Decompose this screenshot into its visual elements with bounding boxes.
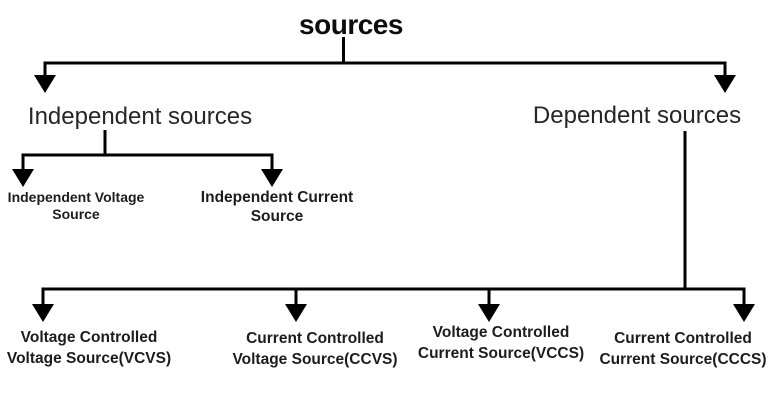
node-label-line2: Source	[250, 208, 304, 225]
arrow-down-icon	[34, 75, 56, 93]
node-vcvs: Voltage Controlled Voltage Source(VCVS)	[7, 327, 171, 369]
node-label-line1: Voltage Controlled	[432, 324, 570, 341]
arrow-down-icon	[32, 304, 54, 322]
node-label-line1: Independent Current	[200, 189, 354, 206]
node-label-line1: Current Controlled	[246, 330, 384, 347]
arrow-down-icon	[733, 304, 755, 322]
node-label-line2: Current Source(VCCS)	[417, 345, 585, 362]
node-label-line1: Current Controlled	[614, 330, 752, 347]
node-label-line2: Source	[52, 206, 100, 222]
node-independent-sources: Independent sources	[27, 103, 253, 130]
node-label-line2: Current Source(CCCS)	[599, 351, 767, 368]
arrow-down-icon	[285, 304, 307, 322]
node-cccs: Current Controlled Current Source(CCCS)	[599, 328, 766, 370]
arrow-down-icon	[714, 75, 736, 93]
node-label-line2: Voltage Source(CCVS)	[232, 351, 398, 368]
arrow-down-icon	[12, 169, 34, 187]
arrow-down-icon	[261, 169, 283, 187]
node-vccs: Voltage Controlled Current Source(VCCS)	[418, 322, 584, 364]
node-label-line1: Independent Voltage	[7, 189, 145, 205]
node-independent-current-source: Independent Current Source	[201, 188, 353, 226]
node-dependent-sources: Dependent sources	[532, 102, 742, 129]
node-label-line1: Voltage Controlled	[20, 329, 158, 346]
node-ccvs: Current Controlled Voltage Source(CCVS)	[232, 328, 397, 370]
node-independent-voltage-source: Independent Voltage Source	[8, 189, 145, 223]
arrow-down-icon	[478, 304, 500, 322]
node-label-line2: Voltage Source(VCVS)	[6, 350, 172, 367]
node-sources: sources	[299, 9, 403, 40]
